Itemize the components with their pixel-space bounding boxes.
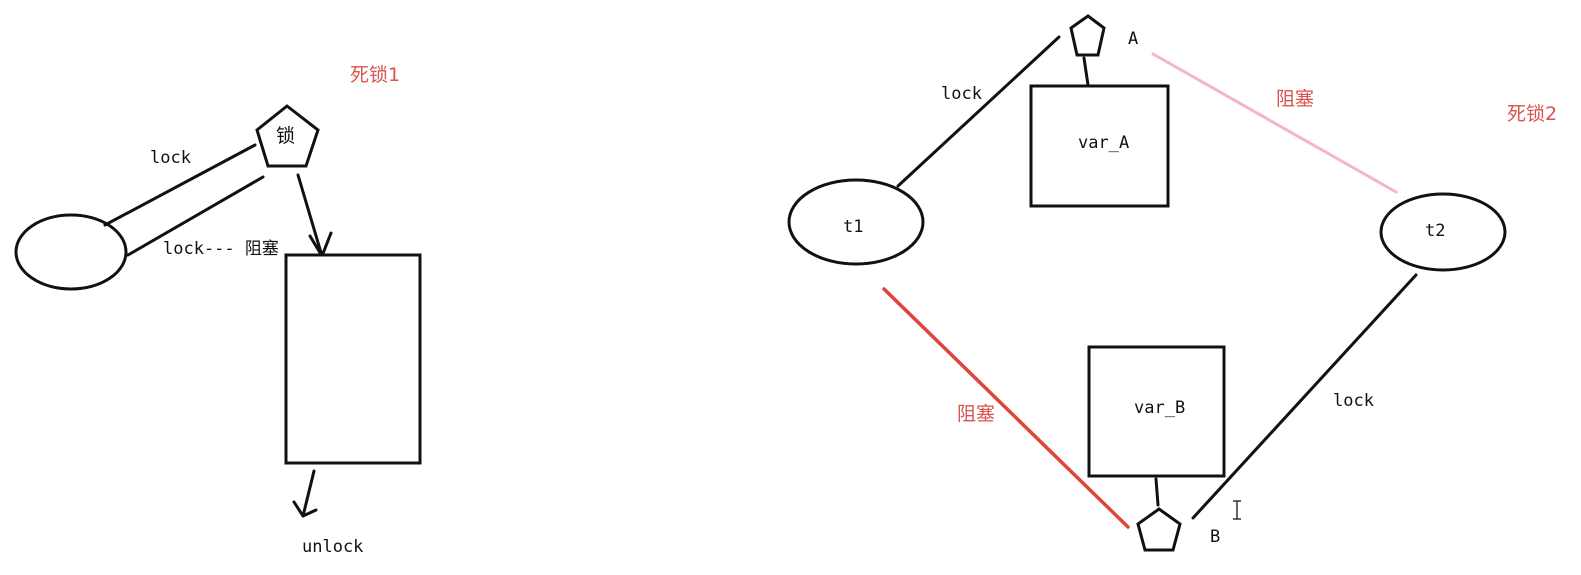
var-b-to-lock-b <box>1154 477 1160 507</box>
var-a-label: var_A <box>1078 133 1129 153</box>
thread-t1-ellipse <box>787 178 925 266</box>
deadlock1-blocked-edge <box>126 175 265 257</box>
deadlock1-lock-symbol: 锁 <box>276 125 295 147</box>
thread-t2-label: t2 <box>1425 221 1445 241</box>
deadlock1-title: 死锁1 <box>350 64 400 86</box>
t1-blocked-label: 阻塞 <box>957 403 995 425</box>
deadlock1-lock-edge <box>103 143 257 227</box>
t2-blocked-on-a-edge <box>1151 52 1398 194</box>
t2-lock-label: lock <box>1333 391 1374 411</box>
deadlock1-lock-icon <box>255 104 320 168</box>
var-b-box <box>1087 345 1226 478</box>
deadlock1-unlock-label: unlock <box>302 537 363 557</box>
text-cursor-icon <box>1233 500 1241 520</box>
deadlock1-unlock-arrowhead <box>292 500 318 518</box>
deadlock1-resource-box <box>284 253 422 465</box>
lock-a-label: A <box>1128 29 1138 49</box>
t1-blocked-on-b-edge <box>882 287 1130 529</box>
deadlock1-group: 死锁1 lock lock--- 阻塞 锁 unlock <box>14 64 422 557</box>
t1-lock-a-edge <box>896 35 1061 188</box>
deadlock1-acquire-arrowhead <box>308 231 333 258</box>
var-a-box <box>1029 84 1170 208</box>
thread-t1-label: t1 <box>843 217 863 237</box>
deadlock1-acquire-arrow <box>296 173 324 258</box>
var-b-label: var_B <box>1134 398 1185 418</box>
lock-a-to-var-a <box>1082 56 1090 87</box>
thread-t2-ellipse <box>1379 192 1507 272</box>
lock-b-label: B <box>1210 527 1220 547</box>
lock-a-icon <box>1069 14 1106 57</box>
t1-lock-label: lock <box>941 84 982 104</box>
deadlock1-blocked-label: lock--- 阻塞 <box>163 239 279 259</box>
t2-lock-b-edge <box>1191 273 1418 520</box>
deadlock2-title: 死锁2 <box>1507 103 1557 125</box>
deadlock1-unlock-arrow <box>301 469 316 518</box>
t2-blocked-label: 阻塞 <box>1276 88 1314 110</box>
deadlock1-thread-ellipse <box>14 213 128 291</box>
deadlock1-lock-label: lock <box>150 148 191 168</box>
lock-b-icon <box>1136 507 1182 552</box>
deadlock2-group: 死锁2 A var_A t1 t2 lock 阻塞 var_B B lock 阻 <box>787 14 1557 552</box>
